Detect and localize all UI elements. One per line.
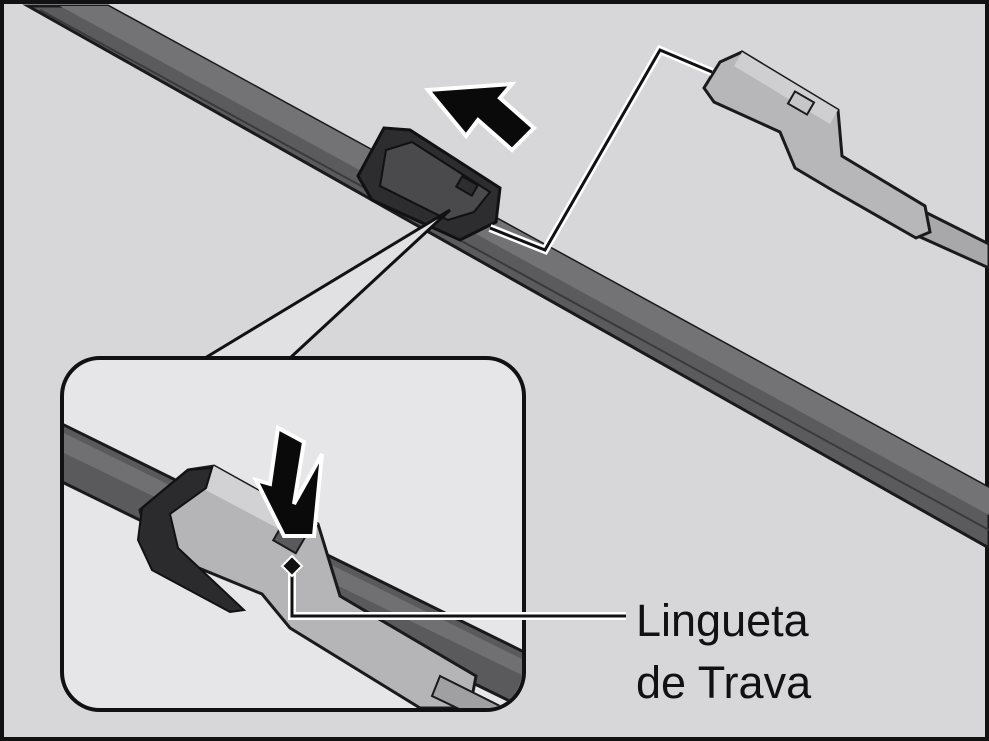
arm-leader-line — [489, 48, 713, 252]
locking-tab-label: Lingueta de Trava — [636, 590, 876, 714]
wiper-blade — [22, 4, 989, 550]
label-line-1: Lingueta — [636, 595, 809, 646]
label-line-2: de Trava — [636, 657, 812, 708]
wiper-arm — [702, 50, 989, 270]
zoom-wedge — [204, 208, 452, 360]
tab-pointer-icon — [280, 554, 304, 578]
arrow-down-icon — [252, 424, 324, 538]
detail-inset — [60, 356, 526, 712]
blade-adapter — [356, 126, 502, 242]
arrow-up-left-icon — [423, 81, 537, 153]
tab-leader-line — [290, 566, 626, 618]
